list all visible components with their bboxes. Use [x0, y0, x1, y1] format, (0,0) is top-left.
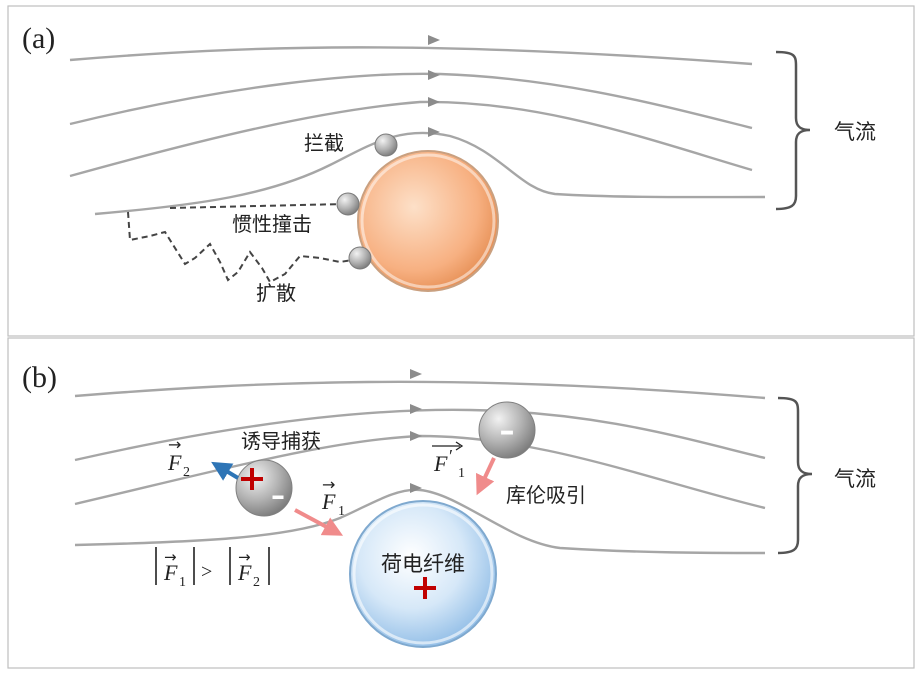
force-f2-arrow [211, 461, 240, 481]
panel-a: (a) 拦截 惯性撞击 扩散 气流 [7, 5, 915, 337]
panel-a-frame [7, 5, 915, 337]
vector-arrow-icon: → [238, 548, 251, 566]
fiber-plus-icon [414, 577, 436, 599]
cmp-f1-letter: F [163, 560, 178, 585]
force-comparison: → F 1 > → F 2 [155, 547, 270, 590]
particle-minus-icon: – [500, 414, 515, 449]
panel-b-frame [7, 337, 915, 669]
label-interception: 拦截 [304, 131, 344, 155]
cmp-f2-subscript: 2 [253, 575, 260, 590]
diffusion-path [127, 211, 353, 284]
streamline [94, 131, 766, 216]
induced-minus-icon: – [271, 479, 285, 512]
panel-a-flow-arrows [428, 35, 440, 137]
airflow-brace-a [775, 50, 811, 211]
f1-letter: F [321, 489, 336, 514]
streamline [74, 408, 766, 462]
streamline [74, 380, 766, 400]
flow-arrow-icon [410, 369, 422, 379]
particle-interception [374, 133, 398, 157]
flow-arrow-icon [428, 127, 440, 137]
label-airflow-b: 气流 [834, 467, 876, 491]
vector-arrow-icon: → [168, 435, 181, 454]
f1-prime-letter: F [433, 451, 448, 476]
induced-plus-icon [241, 468, 263, 490]
flow-arrow-icon [428, 35, 440, 45]
label-inertial-impaction: 惯性撞击 [232, 212, 312, 236]
flow-arrow-icon [410, 431, 422, 441]
panel-b-label: (b) [22, 361, 57, 394]
fiber-a [357, 150, 499, 292]
f1-prime-subscript: 1 [458, 466, 465, 481]
flow-arrow-icon [428, 70, 440, 80]
force-f1-prime-arrow [476, 457, 496, 496]
streamline [69, 100, 753, 178]
streamline [69, 46, 753, 66]
f2-letter: F [167, 450, 182, 475]
label-diffusion: 扩散 [256, 281, 296, 305]
vector-arrow-icon: → [164, 548, 177, 566]
panel-a-label: (a) [22, 22, 55, 55]
panel-a-streamlines [69, 46, 766, 216]
label-airflow-a: 气流 [834, 120, 876, 144]
cmp-f1-subscript: 1 [179, 575, 186, 590]
cmp-greater-than: > [201, 561, 212, 583]
charged-fiber [349, 500, 497, 648]
fiber-a-rim [360, 153, 496, 289]
f1-subscript: 1 [338, 504, 345, 519]
streamline [69, 72, 753, 130]
charged-particle [478, 401, 536, 459]
vector-arrow-icon: → [322, 475, 335, 494]
force-f1-arrow [294, 508, 344, 536]
f1-prime-label: F ′ 1 [432, 441, 465, 481]
airflow-brace-b [777, 396, 813, 555]
overline-arrow-icon [455, 441, 464, 451]
particle-diffusion [348, 246, 372, 270]
inertial-path [169, 203, 346, 209]
particle-inertial [336, 192, 360, 216]
flow-arrow-icon [428, 97, 440, 107]
label-coulomb-attraction: 库伦吸引 [506, 483, 586, 507]
panel-b-flow-arrows [410, 369, 422, 493]
flow-arrow-icon [410, 483, 422, 493]
streamline [74, 488, 766, 555]
charged-fiber-rim [352, 503, 494, 645]
f1-label: → F 1 [321, 475, 345, 519]
cmp-f2-letter: F [237, 560, 252, 585]
flow-arrow-icon [410, 404, 422, 414]
label-charged-fiber: 荷电纤维 [381, 552, 465, 576]
f2-subscript: 2 [183, 465, 190, 480]
f2-label: → F 2 [167, 435, 190, 480]
f1-prime-mark: ′ [449, 446, 453, 466]
label-induced-capture: 诱导捕获 [241, 429, 321, 453]
panel-b: (b) 荷电纤维 – – [7, 337, 915, 669]
